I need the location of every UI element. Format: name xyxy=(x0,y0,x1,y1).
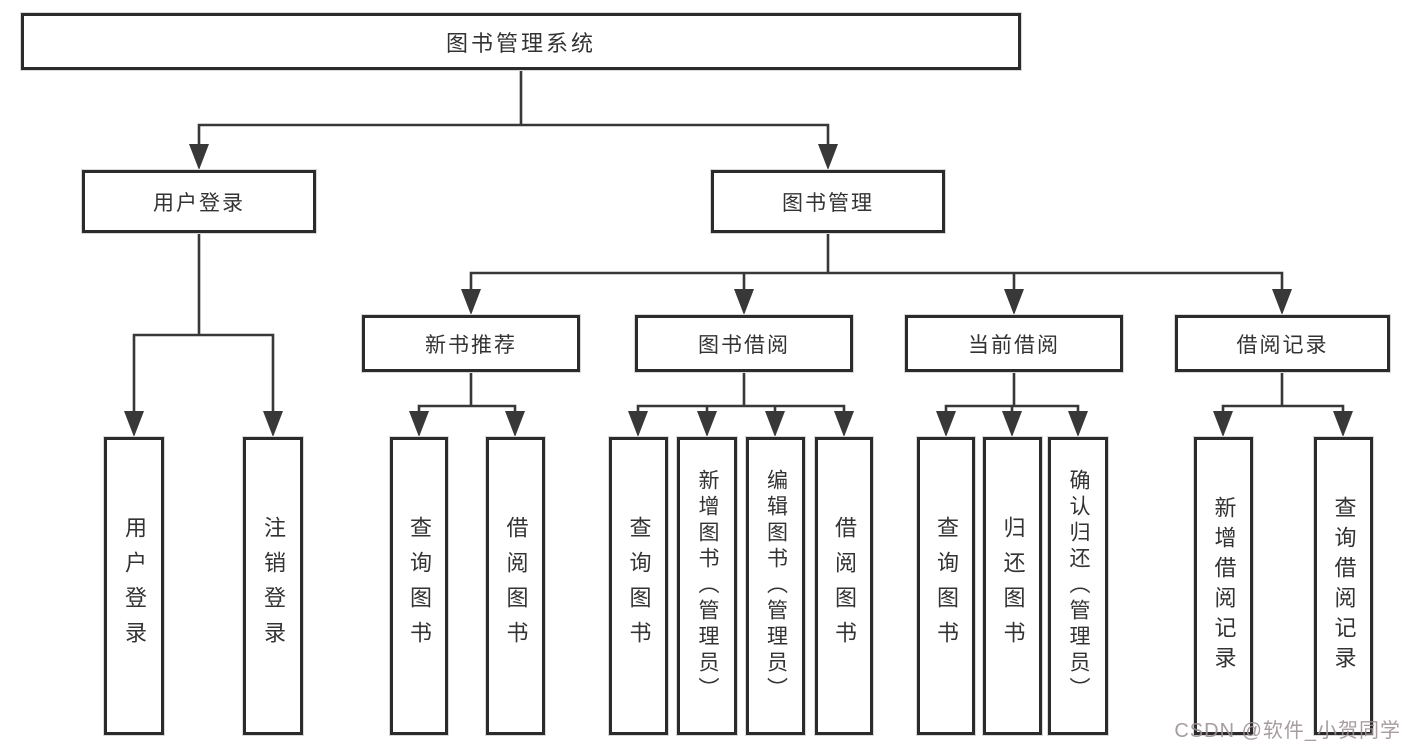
node-br-query-record: 查询借阅记录 xyxy=(1314,437,1373,735)
node-label: 图书借阅 xyxy=(698,333,790,357)
node-borrow-records: 借阅记录 xyxy=(1175,315,1390,372)
node-label: 用户登录 xyxy=(153,191,245,215)
watermark: CSDN @软件_小贺同学 xyxy=(1174,720,1401,742)
node-label: 查询借阅记录 xyxy=(1331,496,1357,676)
connector-line xyxy=(1221,370,1345,421)
node-label: 借阅图书 xyxy=(832,516,857,656)
node-logout: 注销登录 xyxy=(243,437,303,735)
node-label: 图书管理 xyxy=(782,191,874,215)
arrowhead-icon xyxy=(409,411,429,437)
connector-line xyxy=(636,370,846,421)
node-bb-edit-book: 编辑图书（管理员） xyxy=(746,437,805,735)
node-bb-query-book: 查询图书 xyxy=(609,437,668,735)
node-label: 编辑图书（管理员） xyxy=(764,469,788,703)
node-bb-borrow-book: 借阅图书 xyxy=(815,437,873,735)
arrowhead-icon xyxy=(765,411,785,437)
arrowhead-icon xyxy=(124,411,144,437)
arrowhead-icon xyxy=(1004,289,1024,315)
node-label: 注销登录 xyxy=(261,516,286,656)
arrowhead-icon xyxy=(263,411,283,437)
node-user-login: 用户登录 xyxy=(82,170,316,233)
connector-line xyxy=(417,370,517,421)
node-label: 新书推荐 xyxy=(425,333,517,357)
connector-line xyxy=(469,231,1284,299)
node-book-mgmt: 图书管理 xyxy=(711,170,945,233)
arrowhead-icon xyxy=(1213,411,1233,437)
node-login: 用户登录 xyxy=(104,437,164,735)
node-book-borrow: 图书借阅 xyxy=(635,315,853,372)
arrowhead-icon xyxy=(818,144,838,170)
node-br-add-record: 新增借阅记录 xyxy=(1194,437,1253,735)
arrowhead-icon xyxy=(189,144,209,170)
arrowhead-icon xyxy=(1002,411,1022,437)
arrowhead-icon xyxy=(936,411,956,437)
node-rec-query-book: 查询图书 xyxy=(390,437,448,735)
arrowhead-icon xyxy=(505,411,525,437)
arrowhead-icon xyxy=(628,411,648,437)
node-label: 查询图书 xyxy=(626,516,652,656)
node-root: 图书管理系统 xyxy=(21,13,1021,70)
node-label: 借阅记录 xyxy=(1236,333,1329,357)
connector-line xyxy=(132,231,275,421)
node-bb-add-book: 新增图书（管理员） xyxy=(677,437,737,735)
node-cb-confirm-return: 确认归还（管理员） xyxy=(1048,437,1108,735)
arrowhead-icon xyxy=(697,411,717,437)
node-label: 新增借阅记录 xyxy=(1211,496,1237,676)
node-cb-query-book: 查询图书 xyxy=(917,437,975,735)
node-label: 用户登录 xyxy=(122,516,147,656)
arrowhead-icon xyxy=(461,289,481,315)
connector-line xyxy=(197,68,830,154)
node-label: 新增图书（管理员） xyxy=(696,469,719,703)
node-rec-borrow-book: 借阅图书 xyxy=(486,437,545,735)
node-new-book-rec: 新书推荐 xyxy=(362,315,580,372)
node-label: 图书管理系统 xyxy=(445,30,596,56)
node-label: 借阅图书 xyxy=(503,516,529,656)
node-label: 归还图书 xyxy=(1000,516,1026,656)
node-label: 查询图书 xyxy=(407,516,432,656)
arrowhead-icon xyxy=(1333,411,1353,437)
node-label: 查询图书 xyxy=(934,516,959,656)
node-current-borrow: 当前借阅 xyxy=(905,315,1123,372)
arrowhead-icon xyxy=(1068,411,1088,437)
node-label: 确认归还（管理员） xyxy=(1067,469,1090,703)
node-label: 当前借阅 xyxy=(968,333,1060,357)
arrowhead-icon xyxy=(734,289,754,315)
node-cb-return-book: 归还图书 xyxy=(983,437,1042,735)
arrowhead-icon xyxy=(1272,289,1292,315)
arrowhead-icon xyxy=(834,411,854,437)
